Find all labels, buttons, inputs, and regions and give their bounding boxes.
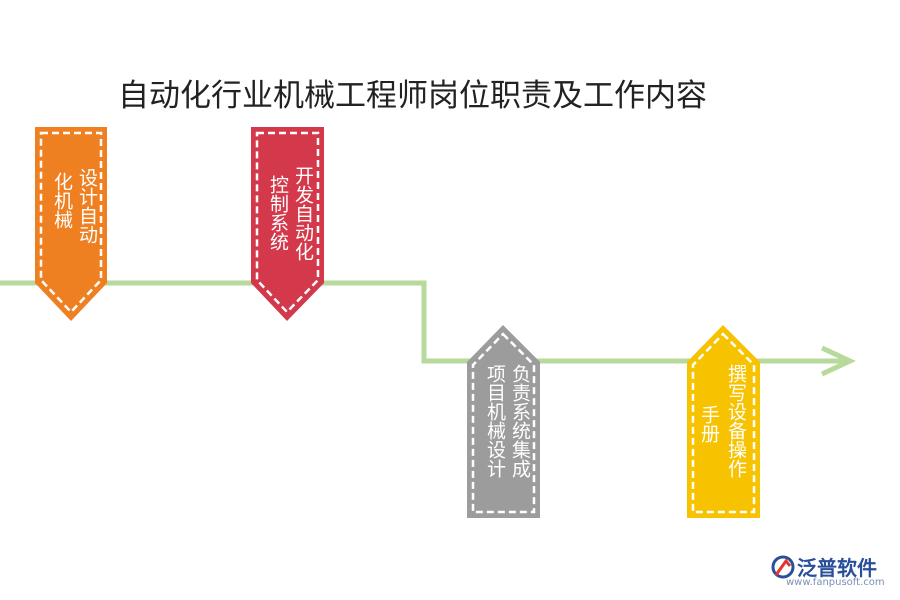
fanpu-logo-icon — [771, 555, 795, 579]
timeline-line — [0, 280, 848, 364]
step-4-text-col2: 手册 — [698, 405, 720, 443]
brand-logo-text: 泛普软件 — [797, 556, 877, 580]
step-2-banner — [251, 127, 324, 321]
brand-logo: 泛普软件 — [797, 552, 877, 581]
step-1-text-col2: 化机械 — [51, 172, 73, 229]
step-3-banner — [467, 325, 540, 518]
step-1-banner — [35, 127, 107, 321]
step-4-banner — [687, 325, 760, 518]
brand-logo-url: www.fanpusoft.com — [786, 577, 885, 588]
step-2-text-col2: 控制系统 — [267, 175, 289, 251]
step-3-text-col2: 项目机械设计 — [484, 364, 506, 478]
diagram-title: 自动化行业机械工程师岗位职责及工作内容 — [118, 78, 707, 114]
step-2-text-col1: 开发自动化 — [292, 166, 314, 261]
step-4-text-col1: 撰写设备操作 — [725, 364, 747, 478]
step-3-text-col1: 负责系统集成 — [509, 364, 531, 478]
timeline-arrowhead — [820, 345, 856, 377]
step-1-text-col1: 设计自动 — [76, 168, 98, 244]
